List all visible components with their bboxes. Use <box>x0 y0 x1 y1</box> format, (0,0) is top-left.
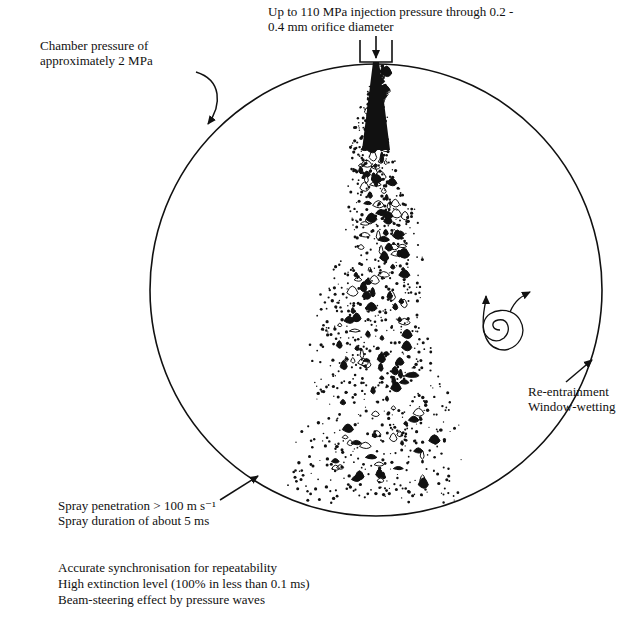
swirl-arrow <box>483 296 505 350</box>
flow-note: Window-wetting <box>528 399 628 414</box>
requirement-note: Beam-steering effect by pressure waves <box>58 592 478 607</box>
fuel-spray <box>287 62 462 504</box>
spray-note: Spray duration of about 5 ms <box>58 513 278 528</box>
flow-note: Re-entrainment <box>528 384 628 399</box>
spray-note: Spray penetration > 100 m s⁻¹ <box>58 498 278 513</box>
chamber-note: Chamber pressure of approximately 2 MPa <box>40 38 198 68</box>
penetration-pointer <box>220 476 258 500</box>
requirement-note: High extinction level (100% in less than… <box>58 576 478 591</box>
injection-note: Up to 110 MPa injection pressure through… <box>268 4 520 34</box>
injection-arrow <box>375 36 377 58</box>
swirl-arrow <box>510 292 530 312</box>
pressure-pointer <box>196 72 217 124</box>
requirement-note: Accurate synchronisation for repeatabili… <box>58 560 478 575</box>
window-pointer <box>566 360 592 382</box>
